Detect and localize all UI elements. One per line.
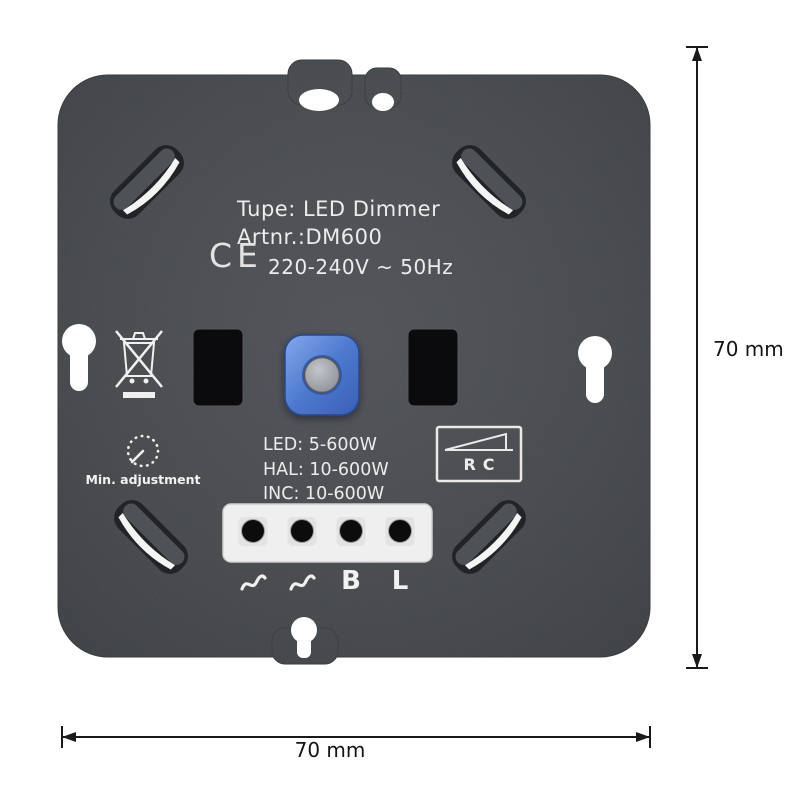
dimmer-knob [284, 334, 360, 416]
ce-mark: CE [209, 236, 263, 275]
load-rating-hal: HAL: 10-600W [263, 459, 389, 480]
height-dimension-line [686, 46, 708, 669]
voltage-rating: 220-240V ~ 50Hz [268, 255, 454, 279]
min-adjustment-dial-icon [126, 434, 160, 468]
terminal-label-b: B [341, 566, 361, 596]
load-rating-inc: INC: 10-600W [263, 484, 385, 504]
weee-bin-icon [115, 330, 163, 398]
width-dimension-label: 70 mm [294, 738, 366, 762]
width-dimension-line [61, 726, 651, 748]
min-adjustment-label: Min. adjustment [85, 472, 201, 487]
artnr-label: Artnr.:DM600 [237, 225, 383, 249]
bottom-keyhole [291, 617, 317, 658]
terminal-hole [339, 519, 363, 543]
load-rating-led: LED: 5-600W [263, 435, 377, 455]
rc-symbol-icon [435, 425, 523, 483]
terminal-hole [290, 519, 314, 543]
height-dimension-label: 70 mm [713, 337, 784, 361]
plate-cutouts [62, 89, 612, 658]
load-ratings: LED: 5-600W HAL: 10-600W INC: 10-600W [263, 433, 389, 507]
terminal-hole [241, 519, 265, 543]
product-type-label: Tupe: LED Dimmer [237, 197, 441, 221]
knob-shaft [303, 356, 341, 394]
screw-keyhole-left [62, 324, 96, 391]
rc-label: RC [463, 455, 502, 474]
terminal-hole [388, 519, 412, 543]
terminal-block [222, 503, 433, 563]
top-small-hole [372, 93, 394, 111]
wire-slot-left [192, 328, 244, 407]
screw-keyhole-right [578, 336, 612, 403]
wire-slot-right [407, 328, 459, 407]
terminal-label-l: L [391, 566, 409, 596]
top-oval-hole [299, 89, 339, 111]
